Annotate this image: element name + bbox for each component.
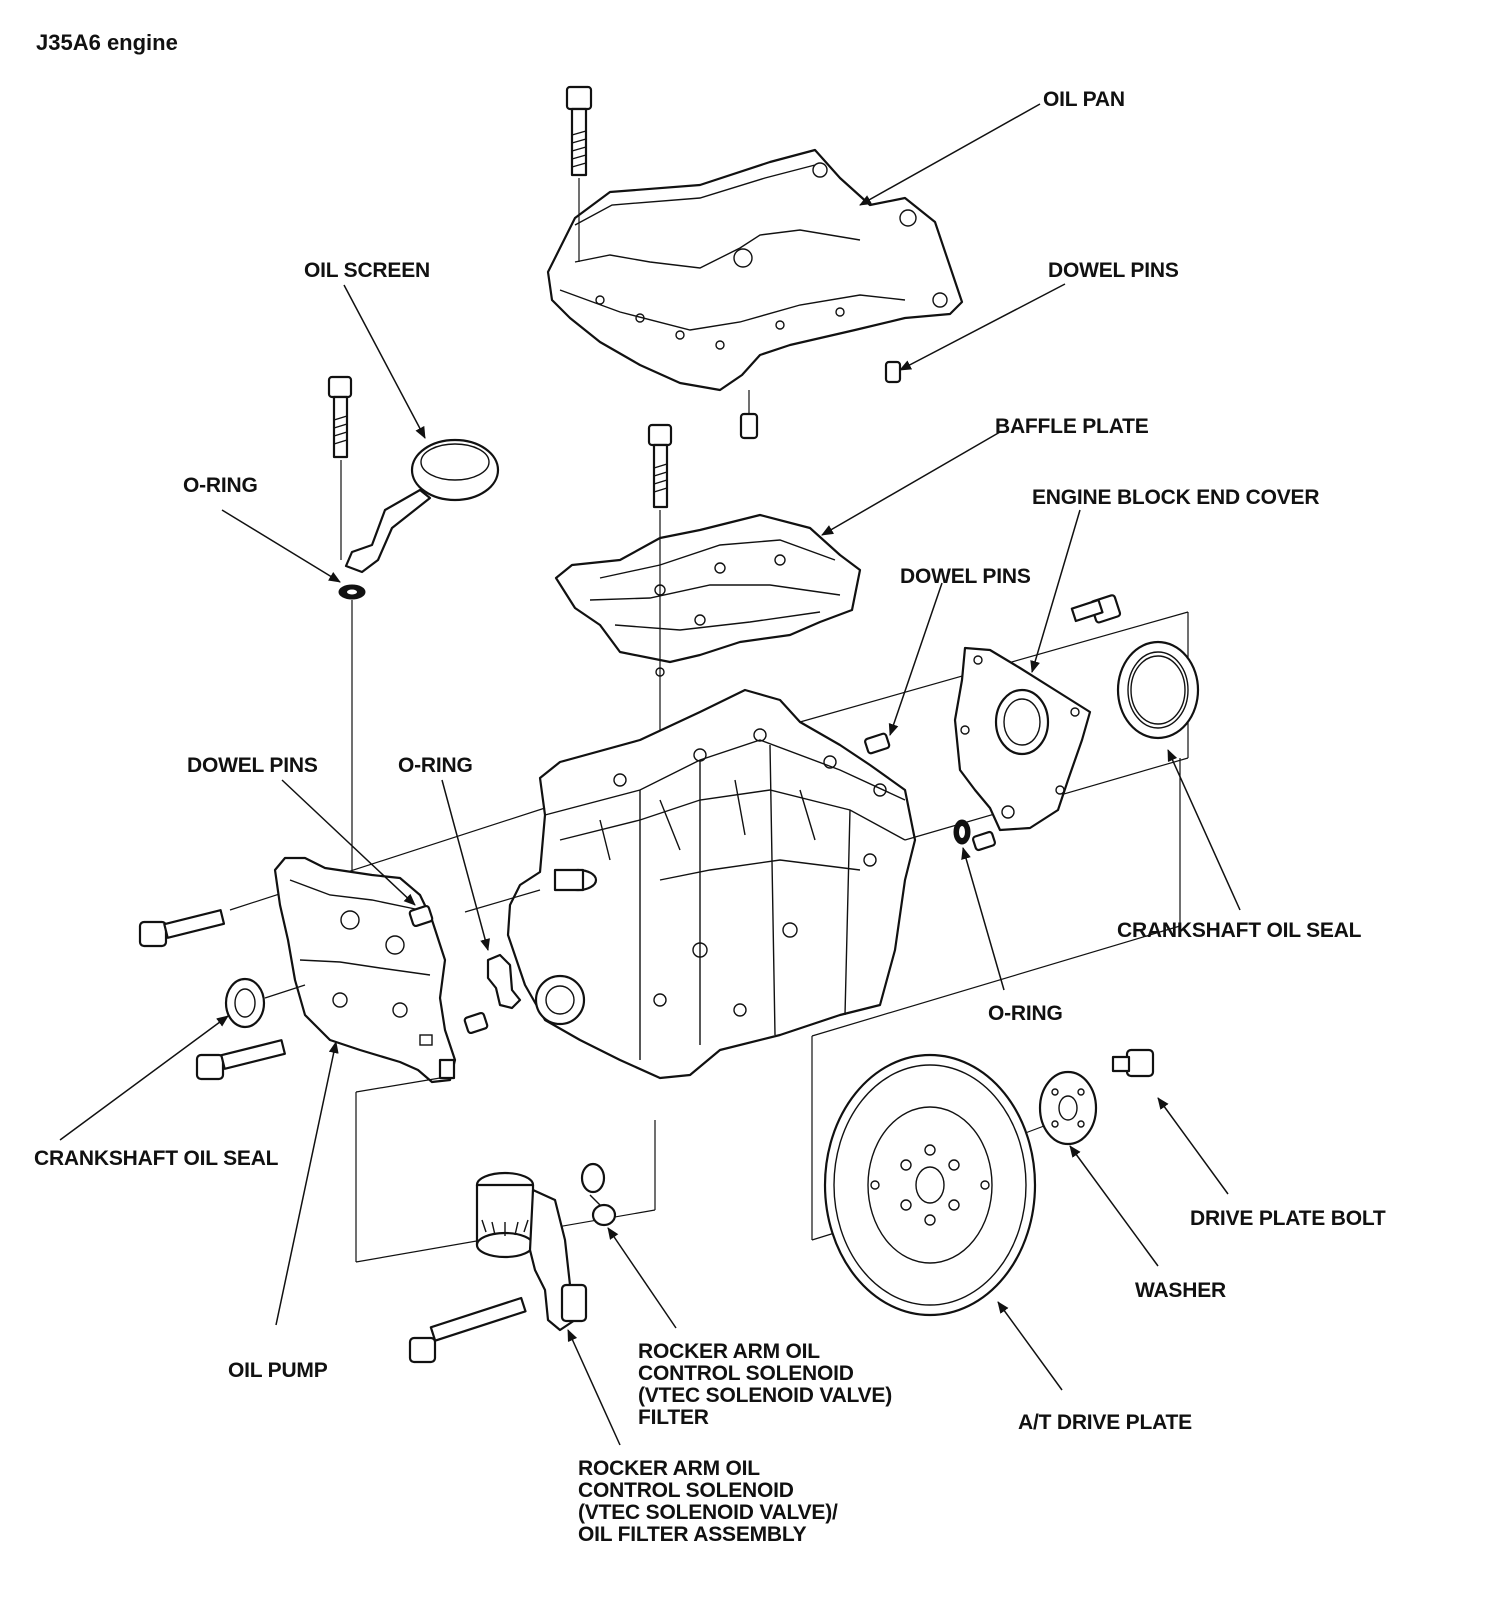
end-cover-dowel-pins <box>864 732 996 852</box>
vtec-oil-filter-assembly <box>475 1171 588 1332</box>
label-drive-plate-bolt: DRIVE PLATE BOLT <box>1190 1207 1386 1230</box>
washer <box>1038 1070 1098 1146</box>
label-dowel-pins-pan: DOWEL PINS <box>1048 259 1179 282</box>
vtec-assembly-bolt <box>408 1296 527 1364</box>
label-oil-pump: OIL PUMP <box>228 1359 328 1382</box>
label-vtec-oil-filter-assembly: ROCKER ARM OIL CONTROL SOLENOID (VTEC SO… <box>578 1457 838 1546</box>
o-ring-screen <box>338 584 366 600</box>
o-ring-end-cover <box>953 819 971 845</box>
label-crankshaft-oil-seal-rear: CRANKSHAFT OIL SEAL <box>1117 919 1362 942</box>
oil-pump-bolt-lower <box>195 1039 286 1081</box>
label-dowel-pins-end-cover: DOWEL PINS <box>900 565 1031 588</box>
oil-pan-dowel-pins <box>739 360 902 440</box>
label-vtec-filter: ROCKER ARM OIL CONTROL SOLENOID (VTEC SO… <box>638 1340 893 1429</box>
at-drive-plate <box>823 1053 1037 1317</box>
engine-block <box>506 688 917 1080</box>
label-oil-pan: OIL PAN <box>1043 88 1125 111</box>
engine-block-end-cover <box>953 646 1092 832</box>
o-ring-pump <box>486 953 522 1010</box>
drive-plate-bolt <box>1111 1048 1155 1078</box>
label-crankshaft-oil-seal-front: CRANKSHAFT OIL SEAL <box>34 1147 279 1170</box>
label-washer: WASHER <box>1135 1279 1226 1302</box>
oil-pump <box>273 856 457 1084</box>
baffle-plate-bolt <box>647 423 673 509</box>
label-baffle-plate: BAFFLE PLATE <box>995 415 1149 438</box>
baffle-plate <box>554 513 862 677</box>
label-oil-screen: OIL SCREEN <box>304 259 430 282</box>
label-at-drive-plate: A/T DRIVE PLATE <box>1018 1411 1192 1434</box>
vtec-filter <box>580 1162 617 1227</box>
oil-pan-bolt <box>565 85 593 177</box>
end-cover-bolt <box>1070 594 1122 624</box>
oil-screen <box>344 438 500 574</box>
oil-pump-dowel-pins <box>408 904 489 1035</box>
label-engine-block-end-cover: ENGINE BLOCK END COVER <box>1032 486 1320 509</box>
label-o-ring-pump: O-RING <box>398 754 473 777</box>
crankshaft-oil-seal-rear <box>1116 640 1200 740</box>
label-dowel-pins-pump: DOWEL PINS <box>187 754 318 777</box>
label-o-ring-screen: O-RING <box>183 474 258 497</box>
diagram-title: J35A6 engine <box>36 30 178 55</box>
oil-pan <box>546 148 964 392</box>
label-o-ring-end-cover: O-RING <box>988 1002 1063 1025</box>
oil-screen-bolt <box>327 375 353 459</box>
crankshaft-oil-seal-front <box>224 977 266 1029</box>
oil-pump-bolt-upper <box>138 909 226 948</box>
leader-lines <box>59 103 1241 1446</box>
